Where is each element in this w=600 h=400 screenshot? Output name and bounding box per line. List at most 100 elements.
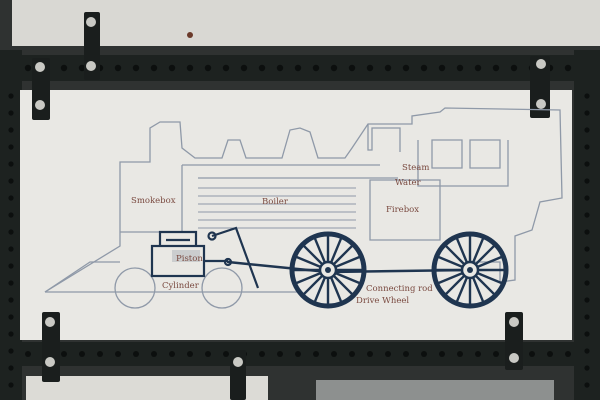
rail-hole <box>294 64 302 72</box>
rail-hole <box>584 178 590 184</box>
rail-hole <box>132 64 140 72</box>
rail-hole <box>8 127 14 133</box>
cab-window-left <box>431 139 463 169</box>
rail-hole <box>8 365 14 371</box>
rail-hole <box>25 351 31 357</box>
label-smokebox: Smokebox <box>131 196 176 206</box>
rail-hole <box>584 263 590 269</box>
bracket-top-left <box>32 58 50 120</box>
rail-hole <box>8 229 14 235</box>
rail-hole <box>24 64 32 72</box>
rail-hole <box>348 64 356 72</box>
rail-hole <box>584 331 590 337</box>
rail-hole <box>584 212 590 218</box>
rail-hole <box>420 64 428 72</box>
label-cylinder: Cylinder <box>162 281 200 291</box>
rail-hole <box>186 64 194 72</box>
rail-hole <box>584 314 590 320</box>
rail-hole <box>402 64 410 72</box>
rail-hole <box>584 297 590 303</box>
rail-hole <box>8 178 14 184</box>
rail-hole <box>349 351 355 357</box>
rail-hole <box>584 382 590 388</box>
wheel-axle <box>467 267 473 273</box>
rail-hole <box>8 144 14 150</box>
panel-mark <box>187 32 193 38</box>
rail-hole <box>475 351 481 357</box>
wheel-axle <box>325 267 331 273</box>
bottom-rail <box>0 342 600 366</box>
label-piston: Piston <box>176 254 203 264</box>
rail-hole <box>421 351 427 357</box>
upper-panel <box>12 0 600 46</box>
drive-wheel-left <box>289 231 367 309</box>
rail-hole <box>439 351 445 357</box>
rail-hole <box>493 351 499 357</box>
valve-gear-arm <box>211 226 260 289</box>
rail-hole <box>8 110 14 116</box>
rail-hole <box>259 351 265 357</box>
rail-hole <box>61 351 67 357</box>
label-steam: Steam <box>402 163 429 173</box>
rail-hole <box>438 64 446 72</box>
rail-hole <box>457 351 463 357</box>
rail-hole <box>151 351 157 357</box>
rail-hole <box>492 64 500 72</box>
rail-hole <box>222 64 230 72</box>
rail-hole <box>187 351 193 357</box>
loco-body-outline <box>44 107 563 293</box>
rail-hole <box>384 64 392 72</box>
rail-hole <box>584 229 590 235</box>
rail-hole <box>8 280 14 286</box>
valve-linkage-pin <box>207 231 217 241</box>
rail-hole <box>8 195 14 201</box>
label-boiler: Boiler <box>262 197 289 207</box>
rail-hole <box>150 64 158 72</box>
diagram-board <box>20 90 572 340</box>
piston-block <box>172 250 200 262</box>
rail-hole <box>584 110 590 116</box>
front-step <box>44 261 120 293</box>
rail-hole <box>547 351 553 357</box>
lower-panel-left <box>26 376 268 400</box>
wheel-rim <box>431 231 509 309</box>
rail-hole <box>312 64 320 72</box>
rail-hole <box>313 351 319 357</box>
drive-wheel-right <box>431 231 509 309</box>
wheel-rim <box>289 231 367 309</box>
rail-hole <box>240 64 248 72</box>
rail-hole <box>8 314 14 320</box>
rail-hole <box>366 64 374 72</box>
rail-hole <box>169 351 175 357</box>
rail-hole <box>97 351 103 357</box>
rail-hole <box>474 64 482 72</box>
boiler-tubes <box>198 187 356 229</box>
rail-hole <box>584 93 590 99</box>
piston-mechanism <box>150 226 260 289</box>
left-rail <box>0 50 22 400</box>
rail-hole <box>330 64 338 72</box>
bracket-top-center <box>84 12 100 80</box>
lower-vent-panel <box>316 380 554 400</box>
rail-hole <box>8 246 14 252</box>
rail-hole <box>8 297 14 303</box>
cab-window-right <box>469 139 501 169</box>
rail-hole <box>60 64 68 72</box>
rail-hole <box>584 144 590 150</box>
rail-hole <box>564 64 572 72</box>
bracket-bottom-center <box>230 350 246 400</box>
rail-hole <box>584 280 590 286</box>
rail-hole <box>8 212 14 218</box>
rail-hole <box>510 64 518 72</box>
rail-hole <box>8 348 14 354</box>
rail-hole <box>114 64 122 72</box>
rail-hole <box>565 351 571 357</box>
rail-hole <box>205 351 211 357</box>
rail-hole <box>223 351 229 357</box>
rail-hole <box>385 351 391 357</box>
rail-hole <box>584 161 590 167</box>
rail-hole <box>204 64 212 72</box>
steam-chest <box>158 230 198 246</box>
bracket-bottom-right <box>505 312 523 370</box>
